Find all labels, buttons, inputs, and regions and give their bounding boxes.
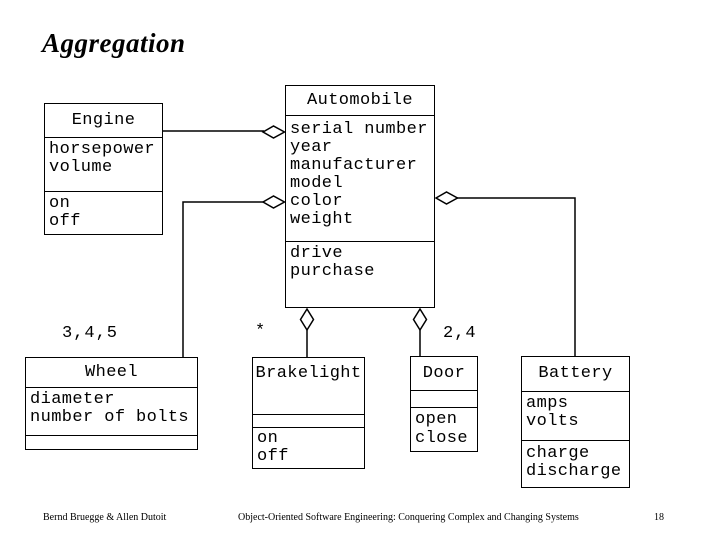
attributes-engine: horsepower volume <box>45 137 162 191</box>
class-box-battery: Battery amps volts charge discharge <box>521 356 630 488</box>
operations-door: open close <box>411 407 477 451</box>
aggregation-diamond-battery <box>434 191 460 205</box>
aggregation-diamond-door <box>412 307 428 332</box>
attribute: volume <box>49 158 113 177</box>
attribute: diameter <box>30 390 115 409</box>
class-box-wheel: Wheel diameter number of bolts <box>25 357 198 450</box>
class-name-door: Door <box>422 363 466 383</box>
attribute: weight <box>290 210 354 229</box>
slide-footer: Bernd Bruegge & Allen Dutoit Object-Orie… <box>0 510 720 530</box>
operation: drive <box>290 244 344 263</box>
aggregation-diamond-engine <box>261 125 287 139</box>
attribute: number of bolts <box>30 408 190 427</box>
footer-book-title: Object-Oriented Software Engineering: Co… <box>238 512 579 523</box>
attributes-battery: amps volts <box>522 391 629 440</box>
operations-battery: charge discharge <box>522 440 629 487</box>
attribute: manufacturer <box>290 156 418 175</box>
class-name-brakelight: Brakelight <box>255 364 362 383</box>
operation: close <box>415 429 469 448</box>
multiplicity-wheel: 3,4,5 <box>62 324 119 343</box>
footer-authors: Bernd Bruegge & Allen Dutoit <box>43 512 167 523</box>
connector-wheel <box>182 201 264 357</box>
aggregation-diamond-brakelight <box>299 307 315 332</box>
operations-automobile: drive purchase <box>286 241 434 307</box>
operation: on <box>49 194 71 213</box>
operation: off <box>257 447 289 466</box>
attributes-brakelight <box>253 414 364 427</box>
attributes-door <box>411 390 477 407</box>
class-box-brakelight: Brakelight on off <box>252 357 365 469</box>
attribute: volts <box>526 412 580 431</box>
class-box-automobile: Automobile serial number year manufactur… <box>285 85 435 308</box>
attribute: model <box>290 174 344 193</box>
operations-brakelight: on off <box>253 427 364 468</box>
class-name-automobile: Automobile <box>306 90 414 110</box>
operation: discharge <box>526 462 622 481</box>
class-name-engine: Engine <box>71 110 136 130</box>
aggregation-diamond-wheel <box>261 195 287 209</box>
slide-title: Aggregation <box>42 28 186 58</box>
operation: on <box>257 429 279 448</box>
attributes-automobile: serial number year manufacturer model co… <box>286 115 434 241</box>
class-box-engine: Engine horsepower volume on off <box>44 103 163 235</box>
multiplicity-door: 2,4 <box>443 324 477 343</box>
operation: off <box>49 212 81 231</box>
operation: charge <box>526 444 590 463</box>
class-name-battery: Battery <box>538 364 613 383</box>
class-box-door: Door open close <box>410 356 478 452</box>
operation: open <box>415 410 458 429</box>
footer-page-number: 18 <box>654 512 664 523</box>
attribute: serial number <box>290 120 428 139</box>
attribute: year <box>290 138 333 157</box>
attributes-wheel: diameter number of bolts <box>26 387 197 435</box>
attribute: horsepower <box>49 140 156 159</box>
attribute: amps <box>526 394 569 413</box>
operations-wheel <box>26 435 197 449</box>
attribute: color <box>290 192 344 211</box>
multiplicity-brakelight: * <box>255 322 267 341</box>
class-name-wheel: Wheel <box>84 362 138 382</box>
operations-engine: on off <box>45 191 162 234</box>
operation: purchase <box>290 262 375 281</box>
